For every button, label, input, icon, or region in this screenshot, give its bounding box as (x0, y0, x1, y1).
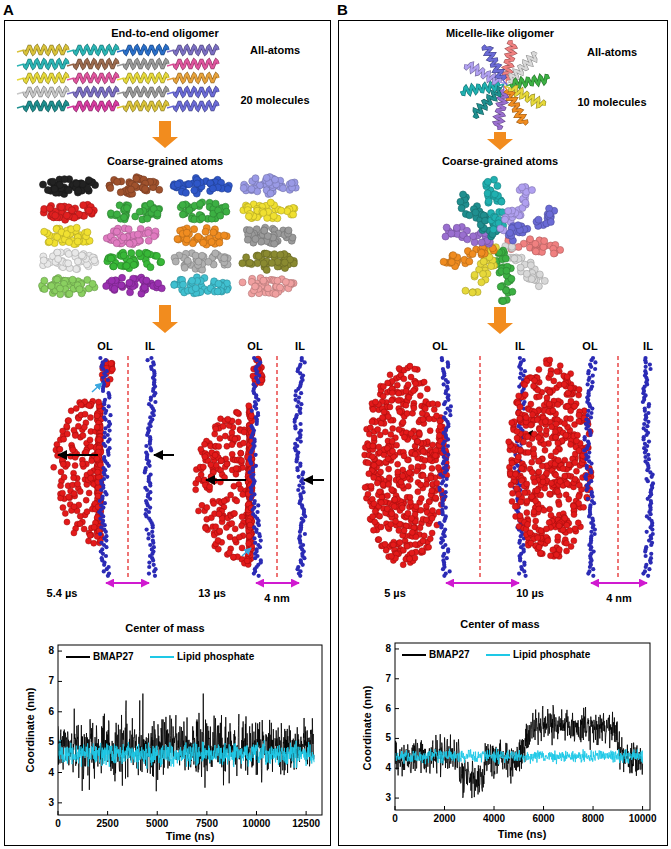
figure: ABEnd-to-end oligomerAll-atoms20 molecul… (0, 0, 671, 849)
